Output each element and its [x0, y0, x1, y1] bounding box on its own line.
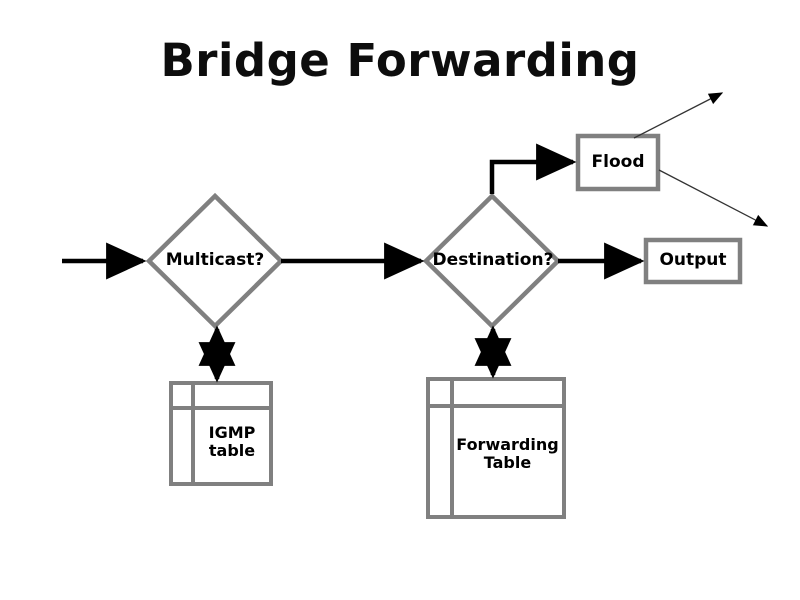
flood-box-shape[interactable]: [575, 133, 661, 192]
multicast-decision-shape[interactable]: [145, 192, 285, 330]
destination-to-flood-arrow: [489, 143, 577, 194]
flood-out-lower-arrow: [658, 169, 769, 227]
forwarding-table-shape[interactable]: [426, 377, 566, 519]
page-title: Bridge Forwarding: [160, 34, 640, 87]
output-box-shape[interactable]: [643, 237, 743, 285]
destination-decision-shape[interactable]: [422, 192, 562, 330]
igmp-table-shape[interactable]: [169, 381, 273, 486]
flood-out-upper-arrow: [633, 92, 724, 139]
